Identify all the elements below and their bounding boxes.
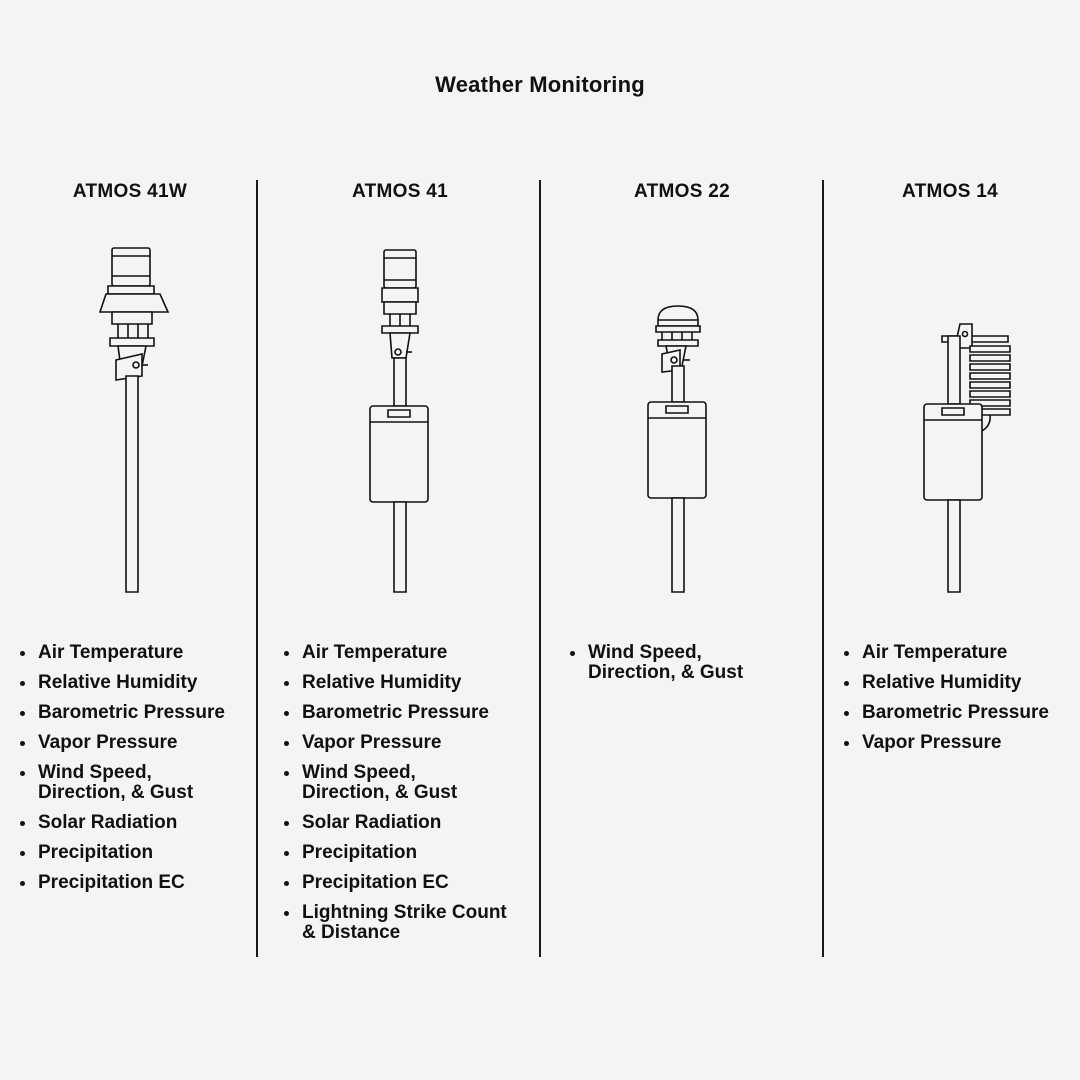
- list-item: Relative Humidity: [20, 673, 250, 693]
- page-title: Weather Monitoring: [435, 72, 645, 97]
- list-item: Wind Speed, Direction, & Gust: [20, 763, 250, 803]
- list-item: Precipitation: [284, 843, 534, 863]
- list-item: Air Temperature: [20, 643, 250, 663]
- column-title-atmos-41w: ATMOS 41W: [72, 181, 188, 202]
- list-item: Air Temperature: [284, 643, 534, 663]
- list-item: Precipitation: [20, 843, 250, 863]
- list-item: Air Temperature: [844, 643, 1074, 663]
- list-item: Wind Speed, Direction, & Gust: [284, 763, 534, 803]
- list-item: Solar Radiation: [20, 813, 250, 833]
- column-title-atmos-22: ATMOS 22: [633, 181, 730, 202]
- list-item: Barometric Pressure: [844, 703, 1074, 723]
- atmos-41-weather-station-icon: [362, 246, 438, 596]
- list-item: Vapor Pressure: [20, 733, 250, 753]
- list-item: Relative Humidity: [284, 673, 534, 693]
- list-item: Relative Humidity: [844, 673, 1074, 693]
- list-item: Lightning Strike Count & Distance: [284, 903, 534, 943]
- list-item: Barometric Pressure: [20, 703, 250, 723]
- column-divider-3: [822, 180, 824, 957]
- column-title-atmos-41: ATMOS 41: [351, 181, 448, 202]
- list-item: Precipitation EC: [284, 873, 534, 893]
- column-title-atmos-14: ATMOS 14: [901, 181, 998, 202]
- list-item: Wind Speed, Direction, & Gust: [570, 643, 810, 683]
- list-item: Vapor Pressure: [284, 733, 534, 753]
- column-divider-1: [256, 180, 258, 957]
- atmos-41w-weather-station-icon: [96, 244, 172, 596]
- atmos-14-humidity-sensor-icon: [916, 320, 1016, 596]
- feature-list-atmos-41: Air Temperature Relative Humidity Barome…: [284, 643, 534, 953]
- list-item: Precipitation EC: [20, 873, 250, 893]
- feature-list-atmos-41w: Air Temperature Relative Humidity Barome…: [20, 643, 250, 903]
- list-item: Solar Radiation: [284, 813, 534, 833]
- column-divider-2: [539, 180, 541, 957]
- list-item: Barometric Pressure: [284, 703, 534, 723]
- atmos-22-anemometer-icon: [640, 302, 716, 596]
- feature-list-atmos-14: Air Temperature Relative Humidity Barome…: [844, 643, 1074, 763]
- feature-list-atmos-22: Wind Speed, Direction, & Gust: [570, 643, 810, 693]
- list-item: Vapor Pressure: [844, 733, 1074, 753]
